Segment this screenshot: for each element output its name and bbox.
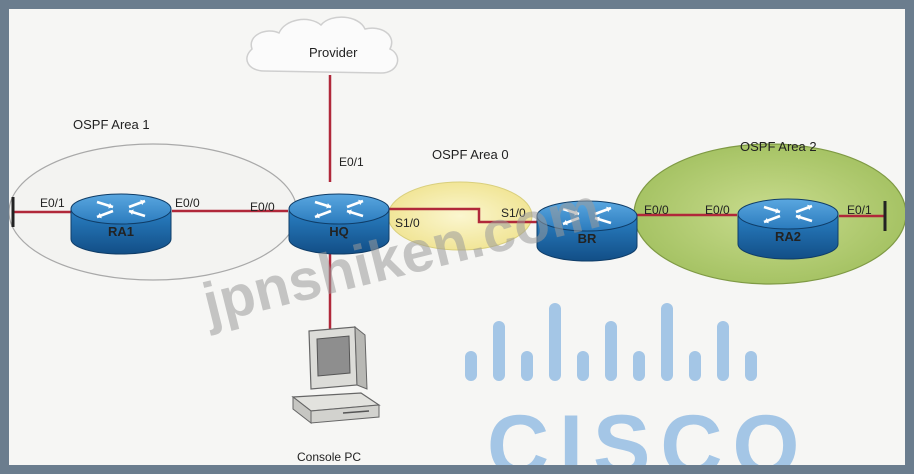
cisco-bar [605,321,617,381]
cisco-logo-word: CISCO [487,398,809,465]
area0-label: OSPF Area 0 [432,147,509,162]
network-diagram: OSPF Area 1 OSPF Area 0 OSPF Area 2 Prov… [9,16,905,465]
cisco-bar [521,351,533,381]
router-arrows-icon [562,206,612,226]
iface-ra2-left: E0/0 [705,203,730,217]
cisco-bar [493,321,505,381]
iface-ra2-right: E0/1 [847,203,872,217]
iface-ra1-right: E0/0 [175,196,200,210]
cisco-bar [661,303,673,381]
router-hq[interactable] [288,193,390,255]
area1-label: OSPF Area 1 [73,117,150,132]
cisco-bar [549,303,561,381]
router-ra1[interactable] [70,193,172,255]
cisco-logo-bars [465,303,757,381]
console-pc-icon[interactable] [291,325,381,425]
cisco-bar [745,351,757,381]
cisco-bar [689,351,701,381]
iface-hq-top: E0/1 [339,155,364,169]
iface-br-right: E0/0 [644,203,669,217]
link-hq-br-serial [389,207,537,224]
router-ra2[interactable] [737,198,839,260]
iface-ra1-left: E0/1 [40,196,65,210]
provider-cloud [246,16,399,74]
cisco-bar [717,321,729,381]
router-arrows-icon [763,204,813,224]
diagram-canvas: OSPF Area 1 OSPF Area 0 OSPF Area 2 Prov… [9,9,905,465]
cisco-bar [577,351,589,381]
router-ra1-label: RA1 [108,224,134,239]
router-br-label: BR [578,231,597,246]
console-pc-label: Console PC [297,450,361,464]
cisco-bar [633,351,645,381]
router-ra2-label: RA2 [775,229,801,244]
router-arrows-icon [96,199,146,219]
iface-hq-right: S1/0 [395,216,420,230]
links [14,75,884,339]
router-hq-label: HQ [329,224,349,239]
router-br[interactable] [536,200,638,262]
provider-label: Provider [309,45,358,60]
iface-br-left: S1/0 [501,206,526,220]
cisco-bar [465,351,477,381]
iface-hq-left: E0/0 [250,200,275,214]
area2-label: OSPF Area 2 [740,139,817,154]
router-arrows-icon [314,199,364,219]
